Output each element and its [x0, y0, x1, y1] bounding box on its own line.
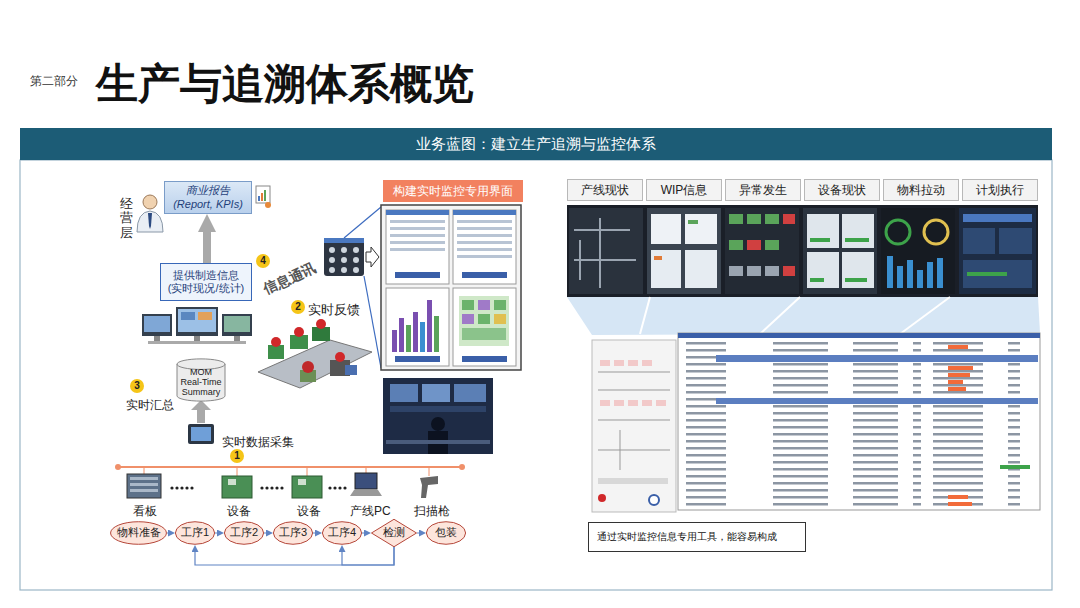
node-text: 计划执行: [976, 183, 1024, 197]
text-wrap: 工序3: [279, 526, 307, 539]
connector-arrow: [195, 547, 394, 565]
ellipse-shape: [224, 522, 263, 545]
text-wrap: 提供制造信息 (实时现况/统计): [165, 269, 247, 295]
caption-box: 通过实时监控信息专用工具，能容易构成: [588, 522, 806, 552]
connector-arrow: [362, 532, 364, 533]
label-text: 看板: [133, 503, 157, 520]
node-text: 检测: [383, 526, 405, 539]
ellipse-shape: [322, 522, 361, 545]
label-text: 设备: [297, 503, 321, 520]
process-ellipse: 工序4: [322, 521, 362, 545]
tab-button: 计划执行: [962, 179, 1038, 201]
cylinder-shape: [177, 359, 225, 401]
callout-number: 4: [256, 254, 270, 268]
node-text: 业务蓝图：建立生产追溯与监控体系: [416, 135, 656, 153]
process-ellipse: 工序2: [224, 521, 264, 545]
text-wrap: WIP信息: [661, 183, 708, 197]
connector-arrow: [167, 532, 168, 533]
process-ellipse: 工序1: [175, 521, 215, 545]
process-ellipse: 包装: [426, 521, 466, 545]
tab-button: 物料拉动: [883, 179, 959, 201]
node-text: 物料拉动: [897, 183, 945, 197]
node-text: 通过实时监控信息专用工具，能容易构成: [597, 531, 777, 543]
text-wrap: 计划执行: [976, 183, 1024, 197]
screen-title-box: 构建实时监控专用界面: [383, 180, 523, 202]
label-text: 产线PC: [350, 503, 391, 520]
connector-arrow: [215, 532, 217, 533]
node-text: 包装: [435, 526, 457, 539]
text-wrap: 异常发生: [739, 183, 787, 197]
text-wrap: 产线现状: [581, 183, 629, 197]
label-text: 实时数据采集: [222, 434, 294, 451]
node-text: 异常发生: [739, 183, 787, 197]
page-title: 生产与追溯体系概览: [96, 56, 474, 112]
ellipse-shape: [111, 522, 167, 545]
node-text: 构建实时监控专用界面: [393, 184, 513, 198]
text-wrap: 商业报告 (Report, KPIs): [169, 184, 247, 210]
connector-arrow: [203, 232, 211, 263]
label-text: 信息通讯: [261, 259, 319, 299]
text-wrap: 业务蓝图：建立生产追溯与监控体系: [416, 135, 656, 153]
ellipse-shape: [175, 522, 214, 545]
label-text: 实时反馈: [308, 301, 360, 319]
process-ellipse: 物料准备: [110, 521, 167, 545]
text-wrap: 工序2: [230, 526, 258, 539]
node-text: WIP信息: [661, 183, 708, 197]
node-text: 提供制造信息 (实时现况/统计): [165, 269, 247, 295]
label-text: 扫描枪: [414, 503, 450, 520]
text-wrap: 物料准备: [117, 526, 161, 539]
node-text: 产线现状: [581, 183, 629, 197]
label-text: 设备: [227, 503, 251, 520]
node-text: 物料准备: [117, 526, 161, 539]
process-ellipse: 工序3: [273, 521, 313, 545]
callout-number: 2: [291, 300, 305, 314]
database-cylinder: MOM Real-Time Summary: [176, 358, 226, 402]
node-text: 商业报告 (Report, KPIs): [169, 184, 247, 210]
text-wrap: 构建实时监控专用界面: [393, 184, 513, 198]
tab-button: 异常发生: [725, 179, 801, 201]
section-label: 第二部分: [30, 73, 78, 90]
text-wrap: MOM Real-Time Summary: [179, 368, 223, 398]
text-wrap: 包装: [435, 526, 457, 539]
node-text: 工序2: [230, 526, 258, 539]
decision-diamond: 检测: [371, 519, 417, 547]
tab-button: 设备现状: [804, 179, 880, 201]
connector-arrow: [313, 532, 315, 533]
text-wrap: 通过实时监控信息专用工具，能容易构成: [597, 531, 777, 543]
report-box: 商业报告 (Report, KPIs): [164, 181, 252, 214]
label-text: 实时汇总: [126, 397, 174, 414]
callout-number: 3: [130, 379, 144, 393]
ellipse-shape: [426, 522, 465, 545]
text-wrap: 检测: [383, 526, 405, 539]
node-text: MOM Real-Time Summary: [179, 368, 223, 398]
ellipse-shape: [273, 522, 312, 545]
diamond-shape: [371, 519, 416, 546]
info-box: 提供制造信息 (实时现况/统计): [160, 263, 252, 301]
connector-arrow: [264, 532, 266, 533]
text-wrap: 工序4: [328, 526, 356, 539]
text-wrap: 物料拉动: [897, 183, 945, 197]
tab-button: 产线现状: [567, 179, 643, 201]
vertical-label: 经营层: [120, 197, 133, 240]
connector-arrow: [417, 532, 419, 533]
callout-number: 1: [230, 449, 244, 463]
node-text: 工序4: [328, 526, 356, 539]
banner-band: 业务蓝图：建立生产追溯与监控体系: [20, 128, 1052, 160]
node-text: 设备现状: [818, 183, 866, 197]
text-wrap: 工序1: [181, 526, 209, 539]
node-text: 工序1: [181, 526, 209, 539]
node-text: 工序3: [279, 526, 307, 539]
connector-arrow: [342, 547, 394, 565]
text-wrap: 设备现状: [818, 183, 866, 197]
tab-button: WIP信息: [646, 179, 722, 201]
